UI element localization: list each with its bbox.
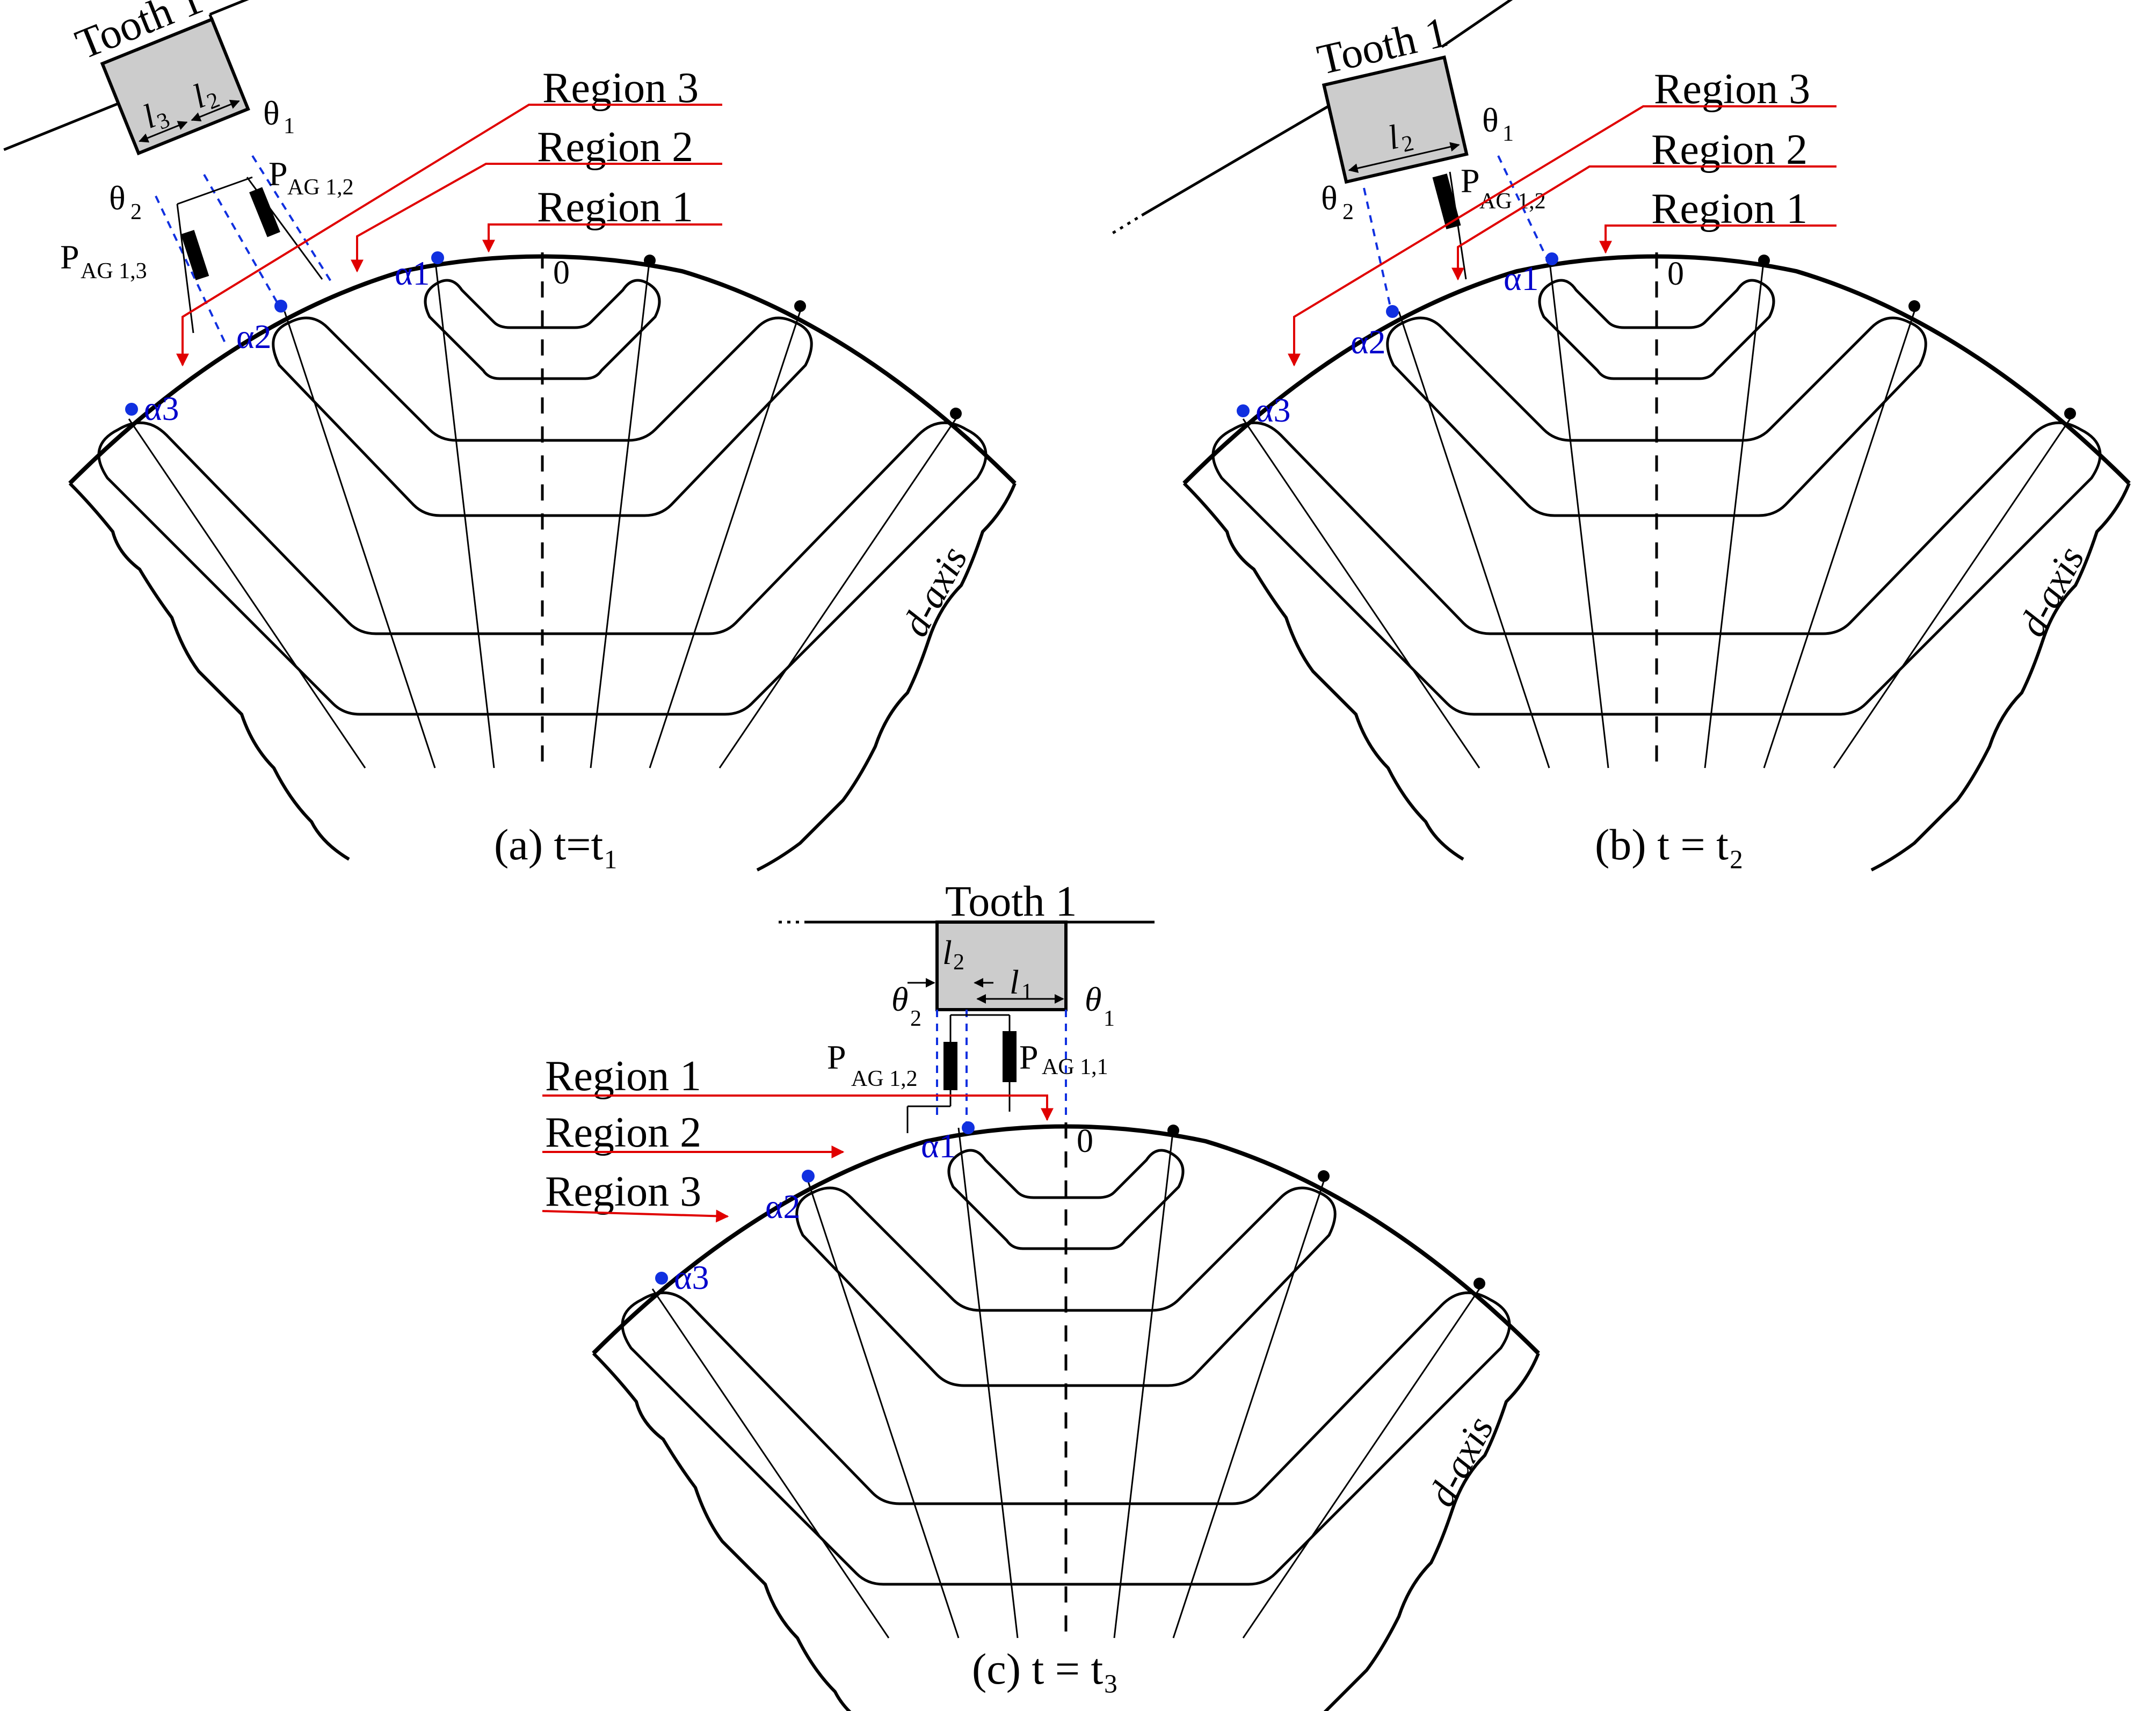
svg-text:l: l bbox=[942, 933, 952, 972]
svg-text:2: 2 bbox=[130, 200, 142, 224]
permeance-bar-1-2 bbox=[943, 1042, 957, 1090]
panel-b: α1 α2 α3 0 d-axis Tooth 1 l 2 θ 1 θ 2 P … bbox=[1112, 0, 2129, 870]
alpha2-label: α2 bbox=[236, 317, 272, 356]
alpha3-marker bbox=[655, 1272, 668, 1285]
alpha2-marker bbox=[274, 300, 287, 313]
region-arrow-top bbox=[1288, 105, 1836, 367]
theta2-label: θ bbox=[1321, 179, 1338, 217]
region-label-2: Region 2 bbox=[545, 1109, 701, 1156]
region-label-top: Region 3 bbox=[1654, 66, 1810, 113]
svg-text:AG 1,2: AG 1,2 bbox=[1479, 189, 1546, 214]
alpha2-marker bbox=[802, 1170, 815, 1183]
d-axis-label: d-axis bbox=[2010, 540, 2092, 643]
permeance-bar-1-2 bbox=[249, 187, 280, 237]
alpha1-label: α1 bbox=[921, 1127, 956, 1165]
alpha2-marker bbox=[1386, 305, 1399, 318]
region-arrow-3 bbox=[542, 1209, 729, 1223]
permeance-bar-1-3 bbox=[180, 230, 209, 280]
theta2-label: θ bbox=[109, 179, 126, 217]
permeance-1-1-label: P bbox=[1019, 1038, 1039, 1076]
svg-text:AG 1,2: AG 1,2 bbox=[287, 175, 354, 200]
permeance-1-2-label: P bbox=[1461, 162, 1480, 200]
panel-a: α1 α2 α3 0 d-axis Tooth 1 l 3 l 2 θ 1 θ … bbox=[3, 0, 1015, 870]
permeance-bar-1-2 bbox=[1432, 173, 1461, 229]
caption-a: (a) t=t₁ bbox=[494, 820, 619, 869]
region-arrow-low bbox=[1599, 224, 1836, 254]
region-arrow-low bbox=[482, 223, 722, 253]
svg-text:2: 2 bbox=[910, 1006, 921, 1031]
permeance-1-2-label: P bbox=[268, 155, 288, 193]
alpha1-marker bbox=[1545, 252, 1558, 265]
permeance-1-2-label: P bbox=[827, 1038, 846, 1076]
alpha3-label: α3 bbox=[674, 1258, 709, 1296]
zero-label: 0 bbox=[1077, 1123, 1093, 1159]
alpha3-label: α3 bbox=[144, 389, 179, 427]
alpha1-label: α1 bbox=[395, 254, 430, 292]
permeance-bar-1-1 bbox=[1003, 1031, 1017, 1082]
panel-c: α1 α2 α3 0 d-axis Tooth 1 l 2 l 1 θ 2 θ … bbox=[542, 878, 1538, 1711]
theta2-label: θ bbox=[891, 980, 908, 1018]
d-axis-label: d-axis bbox=[1419, 1410, 1501, 1513]
theta1-label: θ bbox=[263, 94, 280, 132]
region-arrow-1 bbox=[542, 1094, 1054, 1121]
svg-text:1: 1 bbox=[284, 114, 295, 139]
alpha1-label: α1 bbox=[1504, 259, 1539, 298]
alpha1-marker bbox=[431, 251, 444, 264]
svg-text:1: 1 bbox=[1104, 1006, 1115, 1031]
alpha2-label: α2 bbox=[1351, 323, 1386, 361]
alpha1-marker bbox=[962, 1121, 975, 1134]
caption-b: (b) t = t₂ bbox=[1595, 820, 1744, 869]
region-label-1: Region 1 bbox=[545, 1053, 701, 1100]
d-axis-label: d-axis bbox=[893, 540, 975, 643]
region-arrow-top bbox=[176, 104, 722, 367]
theta1-label: θ bbox=[1085, 980, 1101, 1018]
svg-text:2: 2 bbox=[1342, 200, 1354, 224]
alpha3-label: α3 bbox=[1255, 391, 1291, 429]
tooth-1: Tooth 1 l 2 l 1 bbox=[779, 878, 1155, 1011]
permeance-1-3-label: P bbox=[60, 238, 79, 276]
region-arrow-mid bbox=[351, 163, 722, 273]
region-arrow-mid bbox=[1451, 165, 1836, 281]
alpha2-label: α2 bbox=[765, 1187, 801, 1226]
svg-text:1: 1 bbox=[1502, 121, 1514, 146]
svg-text:l: l bbox=[1010, 963, 1019, 1001]
tooth-label: Tooth 1 bbox=[945, 878, 1077, 925]
svg-text:AG 1,3: AG 1,3 bbox=[81, 259, 147, 284]
svg-text:AG 1,2: AG 1,2 bbox=[851, 1067, 918, 1091]
zero-label: 0 bbox=[553, 255, 570, 291]
svg-text:2: 2 bbox=[953, 950, 964, 975]
tooth-1: Tooth 1 l 3 l 2 bbox=[3, 0, 350, 156]
zero-label: 0 bbox=[1667, 256, 1684, 292]
region-label-3: Region 3 bbox=[545, 1168, 701, 1215]
region-label-low: Region 1 bbox=[537, 184, 693, 231]
alpha3-marker bbox=[125, 403, 138, 416]
theta1-label: θ bbox=[1482, 101, 1499, 139]
svg-text:1: 1 bbox=[1021, 980, 1033, 1004]
alpha3-marker bbox=[1237, 404, 1250, 417]
caption-c: (c) t = t₃ bbox=[972, 1644, 1119, 1693]
svg-text:AG 1,1: AG 1,1 bbox=[1042, 1055, 1108, 1079]
